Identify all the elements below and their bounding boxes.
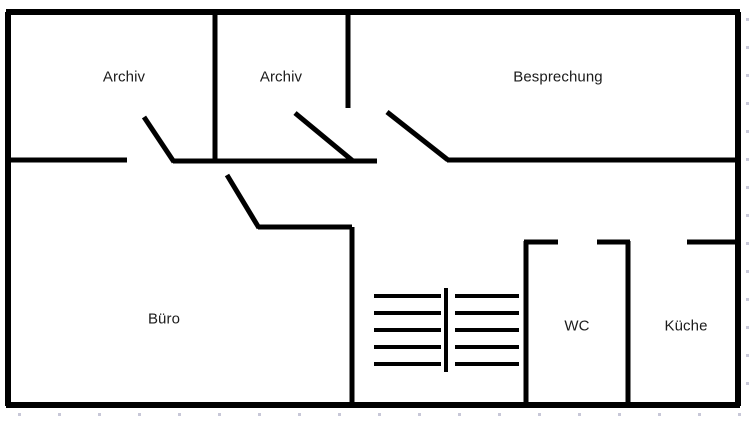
selection-marker-bottom-17[interactable]	[658, 413, 661, 416]
room-label-wc[interactable]: WC	[564, 317, 590, 335]
inner-walls-group	[8, 14, 740, 405]
selection-marker-bottom-7[interactable]	[258, 413, 261, 416]
selection-marker-right-11[interactable]	[746, 298, 749, 301]
selection-marker-bottom-10[interactable]	[378, 413, 381, 416]
selection-marker-bottom-8[interactable]	[298, 413, 301, 416]
staircase-group	[374, 288, 519, 372]
selection-marker-bottom-13[interactable]	[498, 413, 501, 416]
door-buero	[224, 173, 262, 230]
selection-marker-bottom-18[interactable]	[698, 413, 701, 416]
room-label-archiv-2[interactable]: Archiv	[259, 68, 303, 86]
selection-marker-right-4[interactable]	[746, 102, 749, 105]
door-besprechung	[385, 110, 450, 162]
selection-marker-right-6[interactable]	[746, 158, 749, 161]
selection-marker-right-14[interactable]	[746, 382, 749, 385]
selection-marker-bottom-11[interactable]	[418, 413, 421, 416]
outer-walls-group	[5, 9, 741, 408]
selection-marker-bottom-9[interactable]	[338, 413, 341, 416]
selection-marker-bottom-3[interactable]	[98, 413, 101, 416]
selection-marker-bottom-6[interactable]	[218, 413, 221, 416]
selection-marker-bottom-15[interactable]	[578, 413, 581, 416]
selection-marker-right-3[interactable]	[746, 74, 749, 77]
selection-marker-bottom-1[interactable]	[18, 413, 21, 416]
selection-marker-bottom-19[interactable]	[738, 413, 741, 416]
room-label-buero[interactable]: Büro	[147, 310, 181, 328]
door-swings-group	[141, 110, 450, 230]
selection-marker-right-8[interactable]	[746, 214, 749, 217]
selection-marker-bottom-4[interactable]	[138, 413, 141, 416]
selection-marker-right-2[interactable]	[746, 46, 749, 49]
selection-markers-group	[18, 18, 749, 416]
selection-marker-right-1[interactable]	[746, 18, 749, 21]
selection-marker-right-9[interactable]	[746, 242, 749, 245]
selection-marker-bottom-16[interactable]	[618, 413, 621, 416]
room-label-kueche[interactable]: Küche	[664, 317, 708, 335]
room-label-archiv-1[interactable]: Archiv	[102, 68, 146, 86]
selection-marker-right-12[interactable]	[746, 326, 749, 329]
selection-marker-bottom-5[interactable]	[178, 413, 181, 416]
selection-marker-bottom-12[interactable]	[458, 413, 461, 416]
selection-marker-right-7[interactable]	[746, 186, 749, 189]
selection-marker-right-10[interactable]	[746, 270, 749, 273]
room-label-besprechung[interactable]: Besprechung	[513, 68, 603, 86]
selection-marker-right-13[interactable]	[746, 354, 749, 357]
selection-marker-bottom-14[interactable]	[538, 413, 541, 416]
door-archiv-1	[141, 115, 177, 164]
selection-marker-right-5[interactable]	[746, 130, 749, 133]
door-archiv-2	[293, 111, 355, 163]
selection-marker-bottom-2[interactable]	[58, 413, 61, 416]
